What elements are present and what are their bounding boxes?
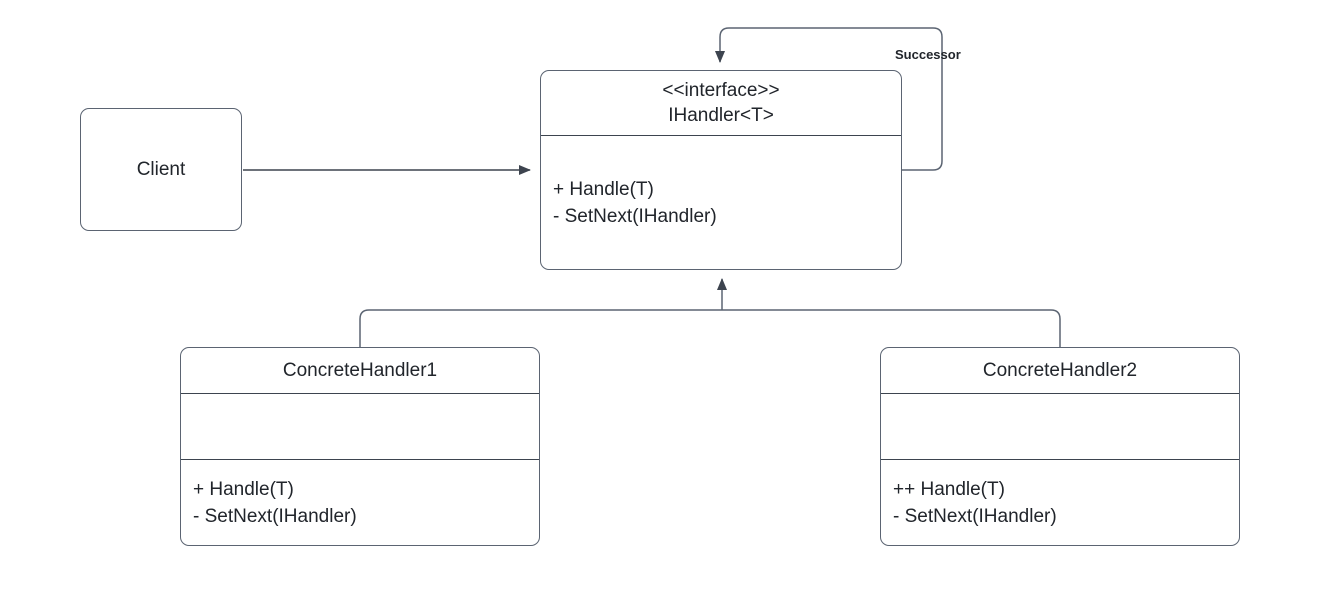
concrete-handler-2-attributes-compartment — [881, 393, 1239, 459]
concrete-handler-2-member-1: - SetNext(IHandler) — [893, 505, 1057, 527]
concrete-handler-2-member-0: ++ Handle(T) — [893, 478, 1005, 500]
concrete-handler-1-member-0: + Handle(T) — [193, 478, 294, 500]
ihandler-member-0: + Handle(T) — [553, 178, 654, 200]
node-client[interactable]: Client — [80, 108, 242, 231]
ihandler-member-1: - SetNext(IHandler) — [553, 205, 717, 227]
node-ihandler[interactable]: <<interface>> IHandler<T> + Handle(T) - … — [540, 70, 902, 270]
concrete-handler-1-members-compartment: + Handle(T) - SetNext(IHandler) — [181, 459, 539, 545]
edge-inheritance — [359, 278, 1061, 347]
concrete-handler-2-title-compartment: ConcreteHandler2 — [881, 348, 1239, 393]
ihandler-classname: IHandler<T> — [668, 105, 774, 126]
client-label: Client — [136, 158, 186, 180]
concrete-handler-1-title-compartment: ConcreteHandler1 — [181, 348, 539, 393]
node-concrete-handler-2[interactable]: ConcreteHandler2 ++ Handle(T) - SetNext(… — [880, 347, 1240, 546]
node-concrete-handler-1[interactable]: ConcreteHandler1 + Handle(T) - SetNext(I… — [180, 347, 540, 546]
concrete-handler-1-member-1: - SetNext(IHandler) — [193, 505, 357, 527]
concrete-handler-1-attributes-compartment — [181, 393, 539, 459]
ihandler-members-compartment: + Handle(T) - SetNext(IHandler) — [541, 135, 901, 269]
concrete-handler-2-classname: ConcreteHandler2 — [982, 360, 1138, 381]
concrete-handler-1-classname: ConcreteHandler1 — [282, 360, 438, 381]
ihandler-stereotype: <<interface>> — [662, 80, 780, 101]
concrete-handler-2-members-compartment: ++ Handle(T) - SetNext(IHandler) — [881, 459, 1239, 545]
ihandler-title-compartment: <<interface>> IHandler<T> — [541, 71, 901, 135]
edge-label-successor: Successor — [895, 47, 961, 62]
